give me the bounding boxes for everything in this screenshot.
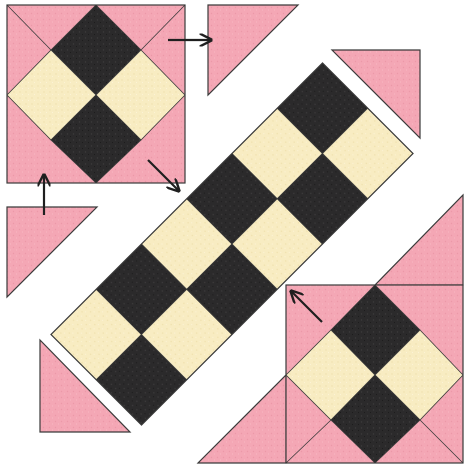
top-right-loose-triangle	[208, 5, 298, 95]
top-left-corner-square	[7, 5, 185, 183]
left-loose-triangle	[7, 207, 97, 297]
